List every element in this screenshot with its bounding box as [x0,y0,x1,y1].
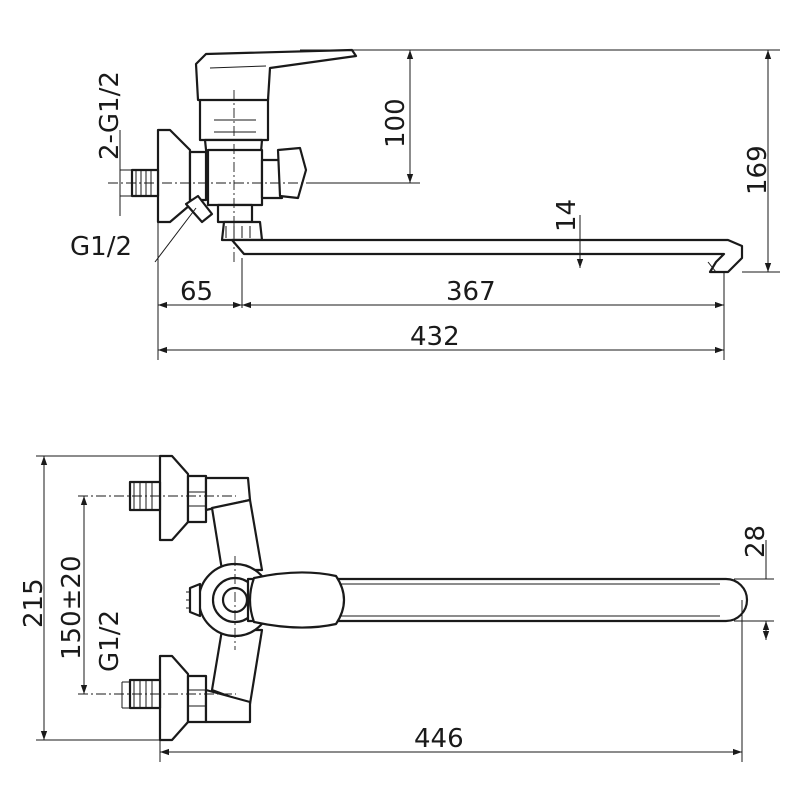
side-lever-handle [194,48,358,102]
dim-text-body-to-spout: 367 [446,277,496,307]
side-spout [230,238,744,274]
front-view: 215 150±20 G1/2 28 446 [19,454,774,762]
dim-text-spout-drop: 14 [552,199,582,232]
side-view: 2-G1/2 100 169 14 G1/2 65 367 432 [70,48,780,360]
front-bottom-inlet [128,654,208,742]
front-top-inlet [128,454,208,542]
dim-leader-outlet-thread [154,207,197,263]
front-lever-head [248,571,346,629]
front-spout [246,577,749,623]
dim-text-total-length: 432 [410,322,460,352]
dim-text-inlet-spacing: 150±20 [57,556,87,661]
dim-text-spout-length: 446 [414,724,464,754]
dim-text-lever-height: 100 [381,98,411,148]
dim-text-inlet-thread: 2-G1/2 [95,71,125,160]
dim-text-total-height: 169 [743,145,773,195]
dim-text-total-width: 215 [19,578,49,628]
dim-text-outlet-thread: G1/2 [70,232,132,262]
dim-text-front-inlet-thread: G1/2 [95,610,125,672]
dim-line-front-inlet-thread [122,681,130,709]
dim-line-inlet-thread [120,169,132,197]
dim-text-wall-to-body: 65 [180,277,213,307]
dim-text-spout-height: 28 [741,525,771,558]
